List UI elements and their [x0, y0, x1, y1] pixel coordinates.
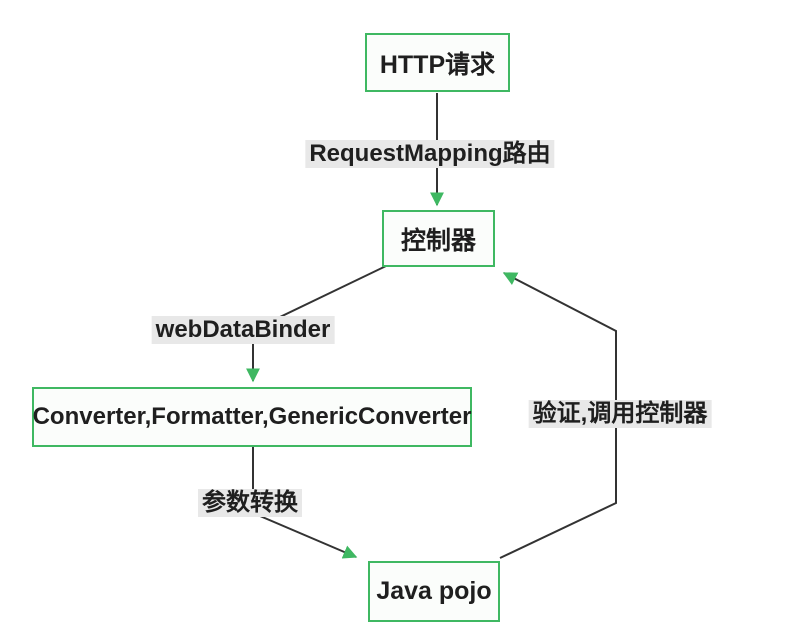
edge-label-requestmapping-route: RequestMapping路由: [305, 140, 555, 168]
edge-label-validate-invoke-controller: 验证,调用控制器: [528, 400, 712, 428]
node-http-request: HTTP请求: [365, 33, 510, 92]
edge-label-parameter-conversion: 参数转换: [198, 489, 302, 517]
node-java-pojo: Java pojo: [368, 561, 500, 622]
node-converter-formatter-genericconverter: Converter,Formatter,GenericConverter: [32, 387, 472, 447]
node-controller: 控制器: [382, 210, 495, 267]
edge-label-webdatabinder: webDataBinder: [151, 316, 335, 344]
